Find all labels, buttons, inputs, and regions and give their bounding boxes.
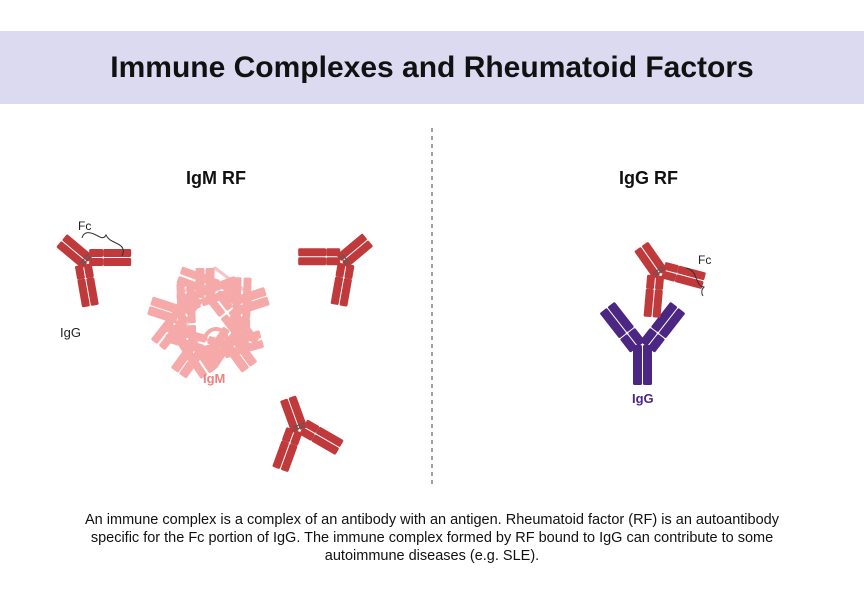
igg-purple-antibody (599, 301, 686, 385)
igg-rf-title: IgG RF (619, 168, 678, 188)
igg-right-lower (251, 384, 349, 478)
igm-rf-title: IgM RF (186, 168, 246, 188)
igg-right-upper (289, 209, 393, 315)
fc-label-right: Fc (698, 253, 711, 267)
fc-bracket-right (685, 267, 706, 297)
igg-label-right: IgG (632, 391, 654, 406)
igg-rf-complex (599, 223, 713, 385)
page-title: Immune Complexes and Rheumatoid Factors (110, 50, 754, 84)
igm-label: IgM (203, 371, 225, 386)
title-banner: Immune Complexes and Rheumatoid Factors (0, 31, 864, 104)
igg-red-antibody (609, 223, 713, 326)
caption-text: An immune complex is a complex of an ant… (85, 512, 779, 564)
fc-label-left: Fc (78, 219, 91, 233)
igg-label-left: IgG (60, 325, 81, 340)
fc-bracket-left (81, 232, 124, 257)
